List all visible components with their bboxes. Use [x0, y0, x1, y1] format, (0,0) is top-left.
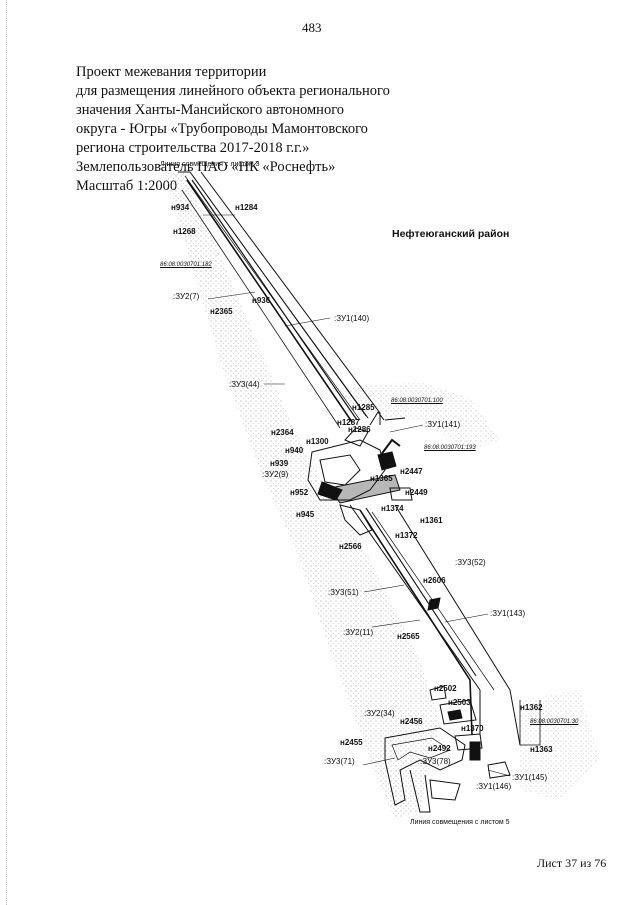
point-label: н2503 — [448, 698, 471, 707]
title-line: Проект межевания территории — [76, 64, 267, 80]
title-line: Землепользователь ПАО «НК «Роснефть» — [76, 159, 336, 175]
parcel-label: :ЗУ3(78) — [420, 757, 451, 766]
corridor-right-edge — [200, 171, 381, 425]
binding-edge — [6, 0, 7, 905]
point-label: н1362 — [520, 703, 543, 712]
scale-line: Масштаб 1:2000 — [76, 178, 178, 194]
cadastral-label: 86:08:0030701:30 — [530, 719, 579, 725]
title-line: округа - Югры «Трубопроводы Мамонтовског… — [76, 121, 368, 137]
parcel-label: :ЗУ2(34) — [364, 709, 395, 718]
point-label: н2492 — [428, 744, 451, 753]
point-label: н1374 — [381, 504, 404, 513]
point-label: н1365 — [370, 474, 393, 483]
parcel-label: :ЗУ1(143) — [490, 609, 526, 618]
point-label: н1284 — [235, 203, 258, 212]
parcel-label: :ЗУ2(7) — [173, 292, 200, 301]
point-label: н1300 — [306, 437, 329, 446]
match-line-bottom-label: Линия совмещения с листом 5 — [410, 819, 510, 826]
point-label: н2502 — [434, 684, 457, 693]
leader-lines — [207, 291, 511, 777]
cadastral-label: 86:08:0030701:182 — [160, 262, 212, 268]
point-label: н2455 — [340, 738, 363, 747]
title-block: Проект межевания территории для размещен… — [76, 63, 390, 196]
parcel-label: :ЗУ1(140) — [334, 314, 370, 323]
cadastral-label: 86:08:0030701:193 — [424, 445, 476, 451]
point-label: н934 — [171, 203, 190, 212]
point-label: н1268 — [173, 227, 196, 236]
point-label: н945 — [296, 510, 315, 519]
point-label: н2449 — [405, 488, 428, 497]
point-label: н1372 — [395, 531, 418, 540]
parcel-label: :ЗУ3(44) — [229, 380, 260, 389]
title-line: значения Ханты-Мансийского автономного — [76, 102, 345, 118]
parcel-label: :ЗУ3(52) — [455, 558, 486, 567]
parcel-label: :ЗУ3(51) — [328, 588, 359, 597]
point-label: н2606 — [423, 576, 446, 585]
point-label: н940 — [285, 446, 304, 455]
point-label: н936 — [252, 296, 271, 305]
parcel-label: :ЗУ1(145) — [512, 773, 548, 782]
pipelines-lower — [349, 504, 541, 746]
pipelines-upper — [181, 179, 358, 429]
parcel-label: :ЗУ1(146) — [476, 782, 512, 791]
sheet-footer: Лист 37 из 76 — [537, 856, 607, 870]
point-label: н952 — [290, 488, 309, 497]
point-label: н2565 — [397, 632, 420, 641]
point-label: н1287 — [337, 418, 360, 427]
bottom-structures — [384, 685, 511, 813]
point-label: н1363 — [530, 745, 553, 754]
title-line: региона строительства 2017-2018 г.г.» — [76, 140, 310, 156]
parcel-label: :ЗУ3(71) — [324, 757, 355, 766]
point-label: н1286 — [348, 425, 371, 434]
point-label: н2566 — [339, 542, 362, 551]
district-label: Нефтеюганский район — [392, 228, 510, 240]
point-label: н1361 — [420, 516, 443, 525]
title-line: для размещения линейного объекта региона… — [76, 83, 390, 99]
point-label: н1285 — [352, 403, 375, 412]
point-label: н939 — [270, 459, 289, 468]
point-label: н1370 — [461, 724, 484, 733]
point-label: н2447 — [400, 467, 423, 476]
point-label: н2365 — [210, 307, 233, 316]
cadastral-label: 86:08:0030701:100 — [391, 398, 443, 404]
match-line-top-label: Линия совмещения с листом 3 — [160, 161, 260, 168]
point-label: н2364 — [271, 428, 294, 437]
page-number: 483 — [302, 20, 322, 35]
junction-area — [307, 411, 413, 536]
point-label: н2456 — [400, 717, 423, 726]
parcel-label: :ЗУ2(11) — [343, 628, 374, 637]
parcel-label: :ЗУ1(141) — [425, 420, 461, 429]
parcel-label: :ЗУ2(9) — [262, 470, 289, 479]
